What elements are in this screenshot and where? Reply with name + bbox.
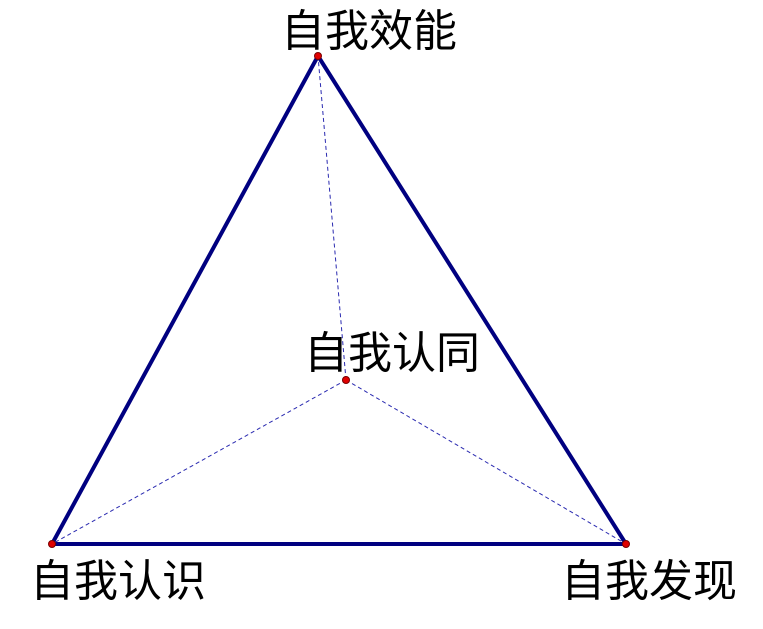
dashed-edge-center-left <box>51 379 347 545</box>
edge-right-top <box>316 54 628 546</box>
dashed-edges <box>51 55 627 545</box>
point-top <box>314 52 322 60</box>
label-center: 自我认同 <box>304 328 480 379</box>
vertex-points <box>48 52 630 548</box>
point-left <box>48 540 56 548</box>
label-left: 自我认识 <box>30 556 206 607</box>
vertex-labels: 自我效能 自我认识 自我发现 自我认同 <box>30 6 737 607</box>
triangle-edges <box>50 54 628 546</box>
label-right: 自我发现 <box>561 556 737 607</box>
point-center <box>342 376 350 384</box>
point-right <box>622 540 630 548</box>
dashed-edge-center-top <box>317 55 347 381</box>
label-top: 自我效能 <box>281 6 457 57</box>
edge-top-left <box>50 54 320 546</box>
dashed-edge-center-right <box>345 379 627 545</box>
